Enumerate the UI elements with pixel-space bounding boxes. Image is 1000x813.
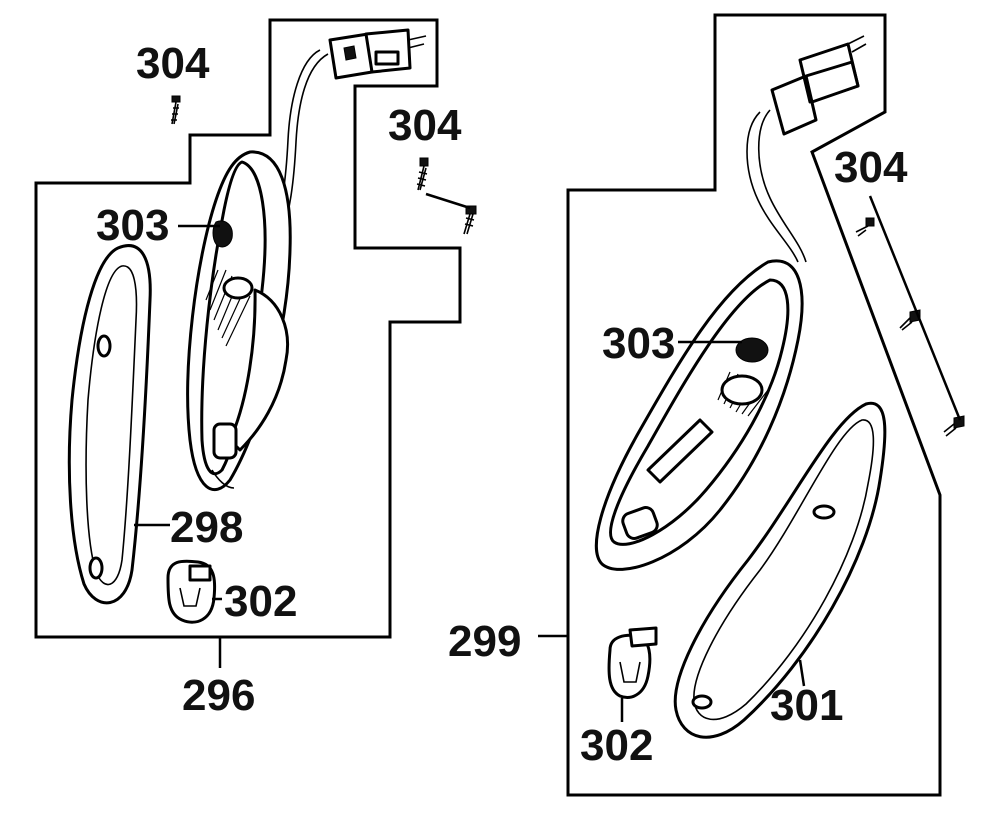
right-assembly-boundary bbox=[566, 13, 942, 797]
part-label-298: 298 bbox=[170, 503, 243, 552]
left-assembly-group: 304 304 303 298 302 296 bbox=[34, 18, 477, 720]
left-assembly-boundary bbox=[34, 18, 462, 639]
bulb-icon bbox=[607, 626, 658, 699]
part-label-301: 301 bbox=[770, 681, 843, 730]
screw-icon bbox=[416, 157, 429, 191]
part-label-296: 296 bbox=[182, 671, 255, 720]
left-lens bbox=[67, 244, 152, 605]
right-housing bbox=[594, 259, 804, 571]
screw-icon bbox=[855, 217, 875, 237]
wire-connector bbox=[271, 28, 427, 243]
part-label-303: 303 bbox=[96, 201, 169, 250]
right-assembly-group: 304 303 299 302 301 bbox=[448, 13, 965, 797]
part-label-304: 304 bbox=[388, 101, 462, 150]
part-label-302: 302 bbox=[580, 721, 653, 770]
part-label-304: 304 bbox=[834, 143, 908, 192]
leader-line bbox=[425, 192, 471, 210]
leader-line bbox=[798, 659, 806, 687]
leader-line bbox=[868, 195, 962, 421]
right-lens bbox=[673, 401, 887, 739]
part-label-299: 299 bbox=[448, 617, 521, 666]
screw-icon bbox=[463, 205, 477, 235]
left-housing bbox=[186, 150, 292, 492]
wire-connector bbox=[746, 35, 867, 263]
part-label-304: 304 bbox=[136, 39, 210, 88]
screw-icon bbox=[943, 415, 965, 437]
bulb-icon bbox=[166, 559, 217, 624]
part-label-303: 303 bbox=[602, 319, 675, 368]
part-label-302: 302 bbox=[224, 577, 297, 626]
screw-icon bbox=[171, 95, 181, 125]
